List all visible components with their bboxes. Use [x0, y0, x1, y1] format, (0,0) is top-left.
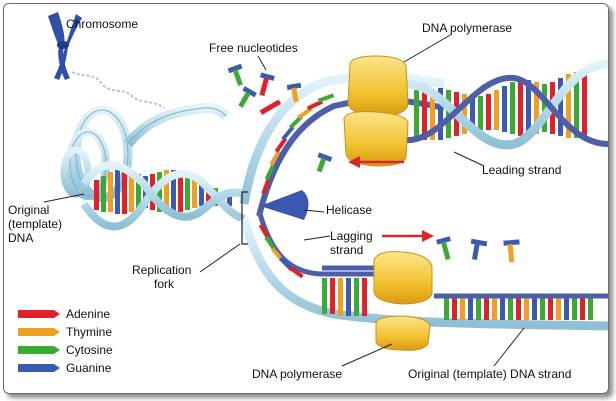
upper-right-helix — [403, 59, 608, 150]
label-lagging-strand-l1: Lagging — [330, 229, 373, 243]
left-helix-backbone-b — [80, 161, 246, 221]
legend-item: Adenine — [18, 307, 110, 321]
label-original-template-l1: Original — [8, 203, 49, 217]
helicase-icon — [260, 190, 309, 220]
legend-item: Cytosine — [18, 343, 113, 357]
legend-label: Cytosine — [66, 343, 113, 357]
label-original-template-l2: (template) — [8, 217, 62, 231]
legend-swatch-cytosine — [18, 346, 60, 354]
leading-direction-arrow — [348, 156, 404, 168]
dna-polymerase-bottom-icon — [373, 251, 433, 351]
legend-label: Adenine — [66, 307, 110, 321]
dna-replication-diagram: Chromosome Free nucleotides DNA polymera… — [8, 12, 608, 381]
legend-item: Thymine — [18, 325, 112, 339]
label-dna-polymerase-bottom: DNA polymerase — [252, 367, 342, 381]
legend-swatch-thymine — [18, 328, 60, 336]
lower-arm — [239, 213, 608, 331]
label-replication-fork-l1: Replication — [132, 263, 191, 277]
legend-label: Thymine — [66, 325, 112, 339]
label-original-strand-bottom: Original (template) DNA strand — [408, 367, 571, 381]
dna-polymerase-top-icon — [343, 55, 409, 167]
label-dna-polymerase-top: DNA polymerase — [422, 21, 512, 35]
legend-swatch-adenine — [18, 310, 60, 318]
label-chromosome: Chromosome — [66, 17, 138, 31]
free-nucleotides — [227, 63, 520, 263]
label-helicase: Helicase — [326, 203, 372, 217]
legend-item: Guanine — [18, 361, 112, 375]
legend-swatch-guanine — [18, 364, 60, 372]
diagram-frame: Chromosome Free nucleotides DNA polymera… — [3, 3, 609, 394]
chromatin-fiber — [71, 71, 165, 109]
leader-lines — [43, 33, 525, 367]
lagging-direction-arrow — [382, 230, 434, 242]
legend-label: Guanine — [66, 361, 112, 375]
label-lagging-strand-l2: strand — [330, 243, 363, 257]
label-leading-strand: Leading strand — [482, 163, 561, 177]
label-replication-fork-l2: fork — [154, 277, 175, 291]
label-original-template-l3: DNA — [8, 231, 33, 245]
coiled-dna — [60, 102, 230, 203]
label-free-nucleotides: Free nucleotides — [209, 41, 298, 55]
legend: Adenine Thymine Cytosine Guanine — [18, 307, 113, 375]
left-helix-backbone-a — [80, 169, 246, 231]
chromosome-icon — [48, 12, 82, 80]
replication-fork-bracket — [241, 191, 248, 245]
